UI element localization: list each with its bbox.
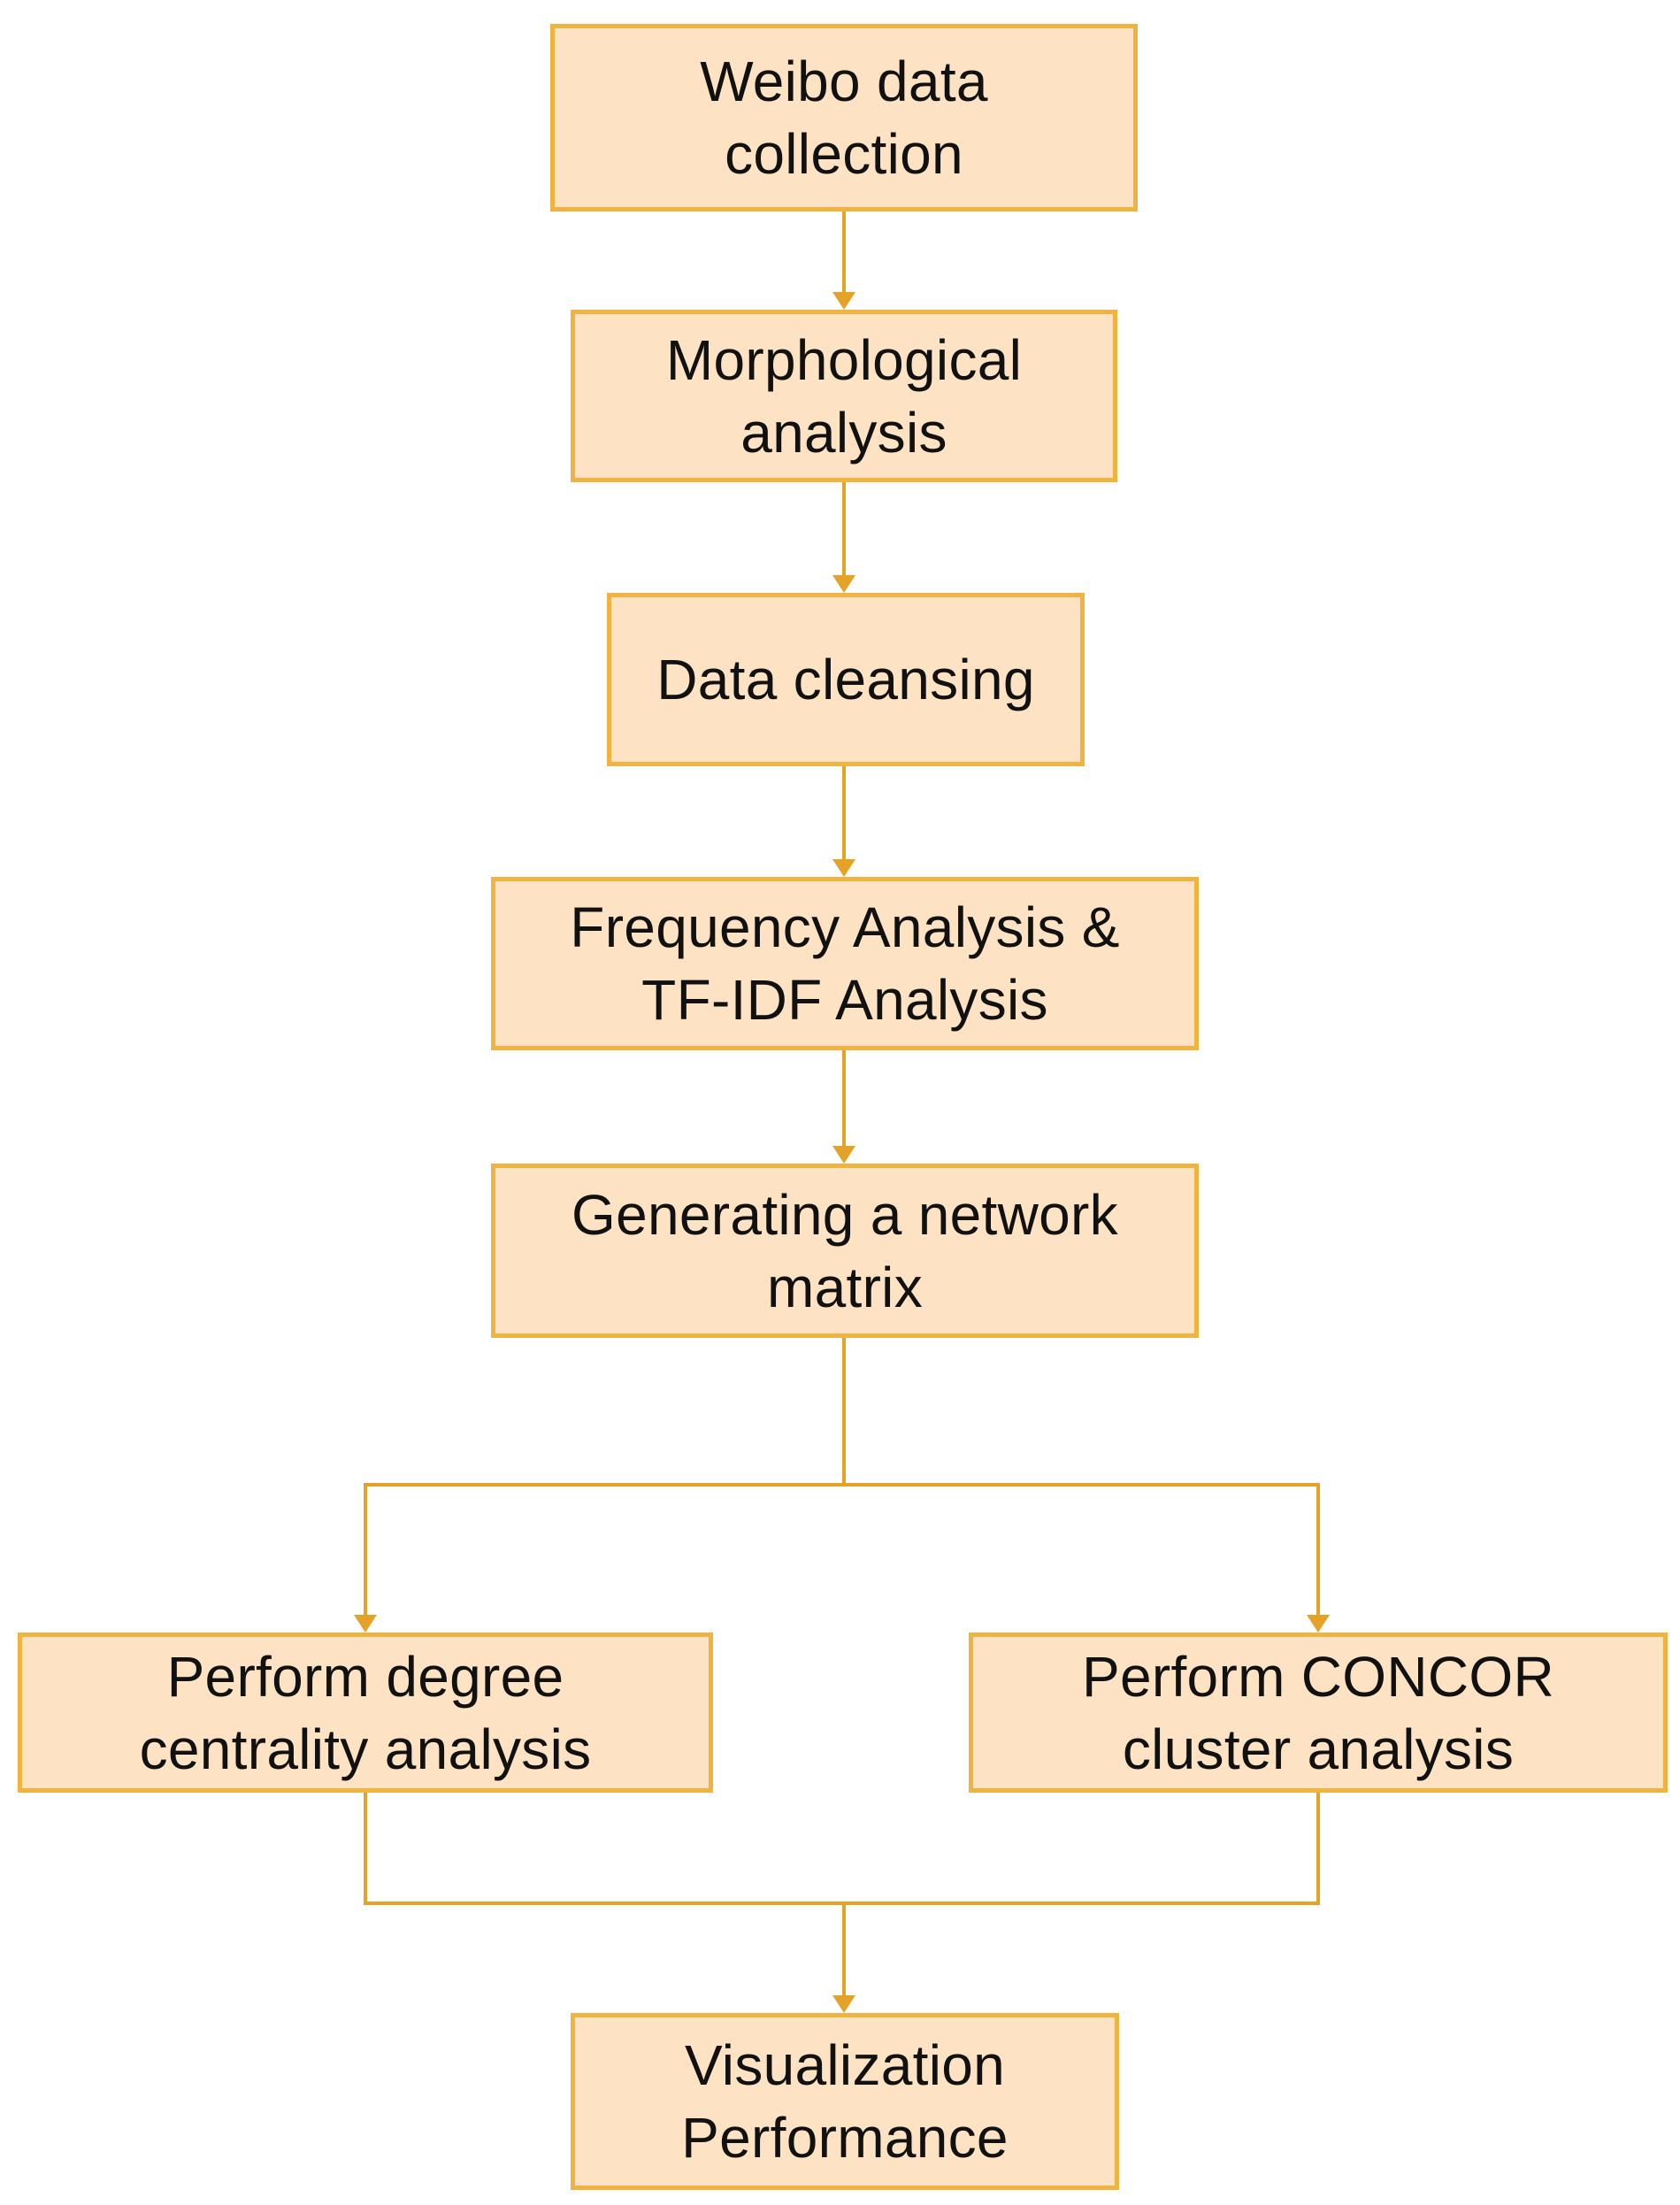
arrowhead-n2-n3 (832, 575, 855, 593)
concor-cluster-analysis-box: Perform CONCOR cluster analysis (969, 1633, 1668, 1793)
visualization-performance-box: Visualization Performance (571, 2013, 1119, 2190)
arrowhead-n4-n5 (832, 1146, 855, 1164)
network-matrix-label: Generating a network matrix (572, 1182, 1118, 1319)
morphological-analysis-box: Morphological analysis (571, 310, 1117, 482)
weibo-data-collection-box: Weibo data collection (550, 24, 1138, 211)
network-matrix-box: Generating a network matrix (491, 1164, 1199, 1338)
frequency-tfidf-analysis-label: Frequency Analysis & TF-IDF Analysis (570, 895, 1120, 1032)
frequency-tfidf-analysis-box: Frequency Analysis & TF-IDF Analysis (491, 877, 1199, 1050)
arrowhead-merge-n8 (832, 1995, 855, 2013)
data-cleansing-label: Data cleansing (656, 648, 1035, 711)
arrowhead-n1-n2 (832, 292, 855, 310)
concor-cluster-analysis-label: Perform CONCOR cluster analysis (1081, 1644, 1554, 1781)
arrowhead-n3-n4 (832, 859, 855, 877)
morphological-analysis-label: Morphological analysis (665, 327, 1023, 465)
visualization-performance-label: Visualization Performance (681, 2033, 1009, 2170)
degree-centrality-analysis-label: Perform degree centrality analysis (139, 1644, 592, 1781)
data-cleansing-box: Data cleansing (607, 593, 1085, 766)
arrowhead-n5-n6 (354, 1615, 377, 1633)
degree-centrality-analysis-box: Perform degree centrality analysis (18, 1633, 713, 1793)
weibo-data-collection-label: Weibo data collection (700, 50, 988, 186)
arrowhead-n5-n7 (1307, 1615, 1330, 1633)
